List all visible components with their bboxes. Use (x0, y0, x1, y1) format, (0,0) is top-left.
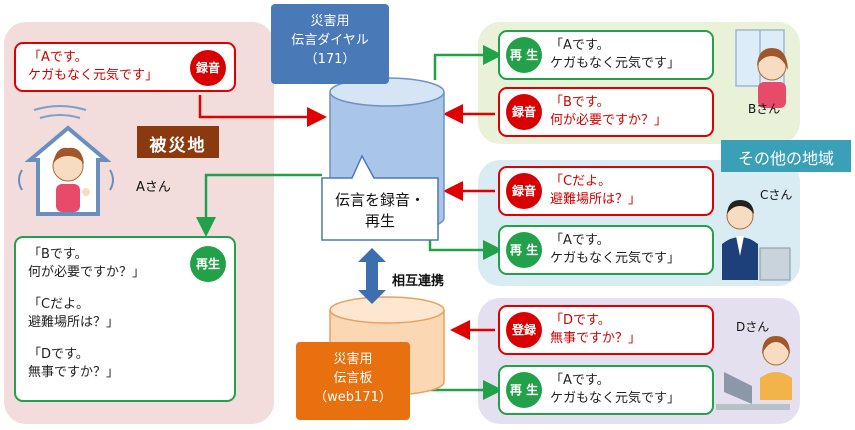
board-title-box (296, 342, 410, 420)
a-send-message: 「Aです。 ケガもなく元気です」 録音 (14, 42, 236, 92)
b-play-message: 再 生 「Aです。 ケガもなく元気です」 (498, 30, 714, 80)
person-c-name: Cさん (760, 188, 793, 202)
c-record-message: 録音 「Cだよ。 避難場所は？」 (498, 166, 714, 216)
b-play-badge: 再 生 (506, 37, 542, 73)
callout-bubble (321, 154, 439, 241)
a-received-messages: 「Bです。 何が必要ですか？」 「Cだよ。 避難場所は？」 「Dです。 無事です… (14, 236, 236, 402)
person-b-name: Bさん (748, 102, 781, 116)
a-record-badge: 録音 (190, 50, 226, 86)
a-send-arrow (198, 95, 327, 127)
b-record-message: 録音 「Bです。 何が必要ですか？」 (498, 87, 714, 137)
dial-title-box (271, 4, 389, 84)
person-d-name: Dさん (736, 320, 770, 334)
callout-text: 伝言を録音・ 再生 (334, 191, 425, 230)
person-a-name: Aさん (136, 180, 171, 195)
a-play-arrow (196, 173, 322, 237)
board-title: 災害用 伝言板 （web171） (314, 352, 392, 405)
b-play-arrow (433, 45, 503, 80)
dial-title: 災害用 伝言ダイヤル （171） (291, 14, 369, 67)
link-label: 相互連携 (392, 274, 445, 289)
received-message-3: 「Dです。 無事ですか？」 (28, 347, 120, 380)
b-record-badge: 録音 (506, 94, 542, 130)
d-record-message: 登録 「Dです。 無事ですか？」 (498, 305, 714, 355)
other-area-title: その他の地域 (737, 149, 834, 168)
a-play-badge: 再生 (190, 246, 226, 282)
received-message-2: 「Cだよ。 避難場所は？」 (28, 297, 120, 330)
disaster-area-title-box (137, 126, 219, 158)
c-play-message: 再 生 「Aです。 ケガもなく元気です」 (498, 225, 714, 275)
other-area-title-box (721, 140, 851, 172)
c-record-badge: 録音 (506, 173, 542, 209)
c-play-badge: 再 生 (506, 232, 542, 268)
disaster-area-title: 被災地 (149, 136, 207, 156)
d-register-badge: 登録 (506, 312, 542, 348)
received-message-1: 「Bです。 何が必要ですか？」 (28, 247, 146, 280)
d-play-badge: 再 生 (506, 372, 542, 408)
d-play-message: 再 生 「Aです。 ケガもなく元気です」 (498, 365, 714, 415)
link-double-arrow (358, 248, 386, 304)
